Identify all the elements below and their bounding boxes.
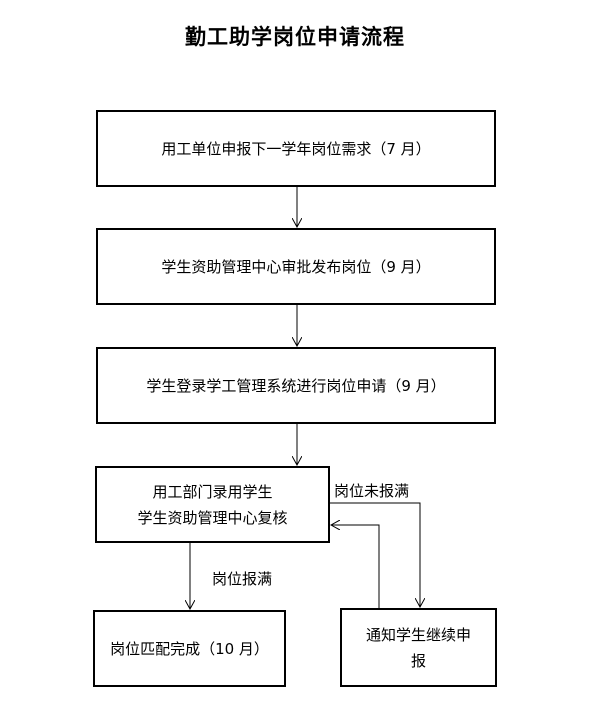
step-declare-demand-box: 用工单位申报下一学年岗位需求（7 月） (96, 110, 496, 187)
step-match-complete-box: 岗位匹配完成（10 月） (93, 610, 286, 687)
step-student-apply-box: 学生登录学工管理系统进行岗位申请（9 月） (96, 347, 496, 424)
step-notify-reapply-box: 通知学生继续申 报 (340, 608, 497, 687)
step-notify-reapply-line1: 通知学生继续申 (365, 625, 471, 644)
arrow-step4-to-notify (330, 502, 420, 607)
step-declare-demand-text: 用工单位申报下一学年岗位需求（7 月） (161, 139, 431, 158)
step-hire-review-text: 用工部门录用学生 学生资助管理中心复核 (137, 479, 287, 531)
step-match-complete-text: 岗位匹配完成（10 月） (110, 639, 269, 658)
step-approve-publish-box: 学生资助管理中心审批发布岗位（9 月） (96, 228, 496, 305)
edge-label-full: 岗位报满 (212, 570, 273, 588)
step-notify-reapply-line2: 报 (410, 651, 426, 670)
step-hire-review-box: 用工部门录用学生 学生资助管理中心复核 (95, 466, 330, 543)
step-approve-publish-text: 学生资助管理中心审批发布岗位（9 月） (161, 257, 431, 276)
step-hire-review-line1: 用工部门录用学生 (152, 482, 273, 501)
step-notify-reapply-text: 通知学生继续申 报 (366, 622, 471, 674)
page-title: 勤工助学岗位申请流程 (185, 24, 405, 49)
arrow-notify-to-step4 (331, 525, 380, 608)
step-hire-review-line2: 学生资助管理中心复核 (137, 508, 288, 527)
step-student-apply-text: 学生登录学工管理系统进行岗位申请（9 月） (146, 376, 446, 395)
edge-label-not-full: 岗位未报满 (334, 482, 410, 500)
